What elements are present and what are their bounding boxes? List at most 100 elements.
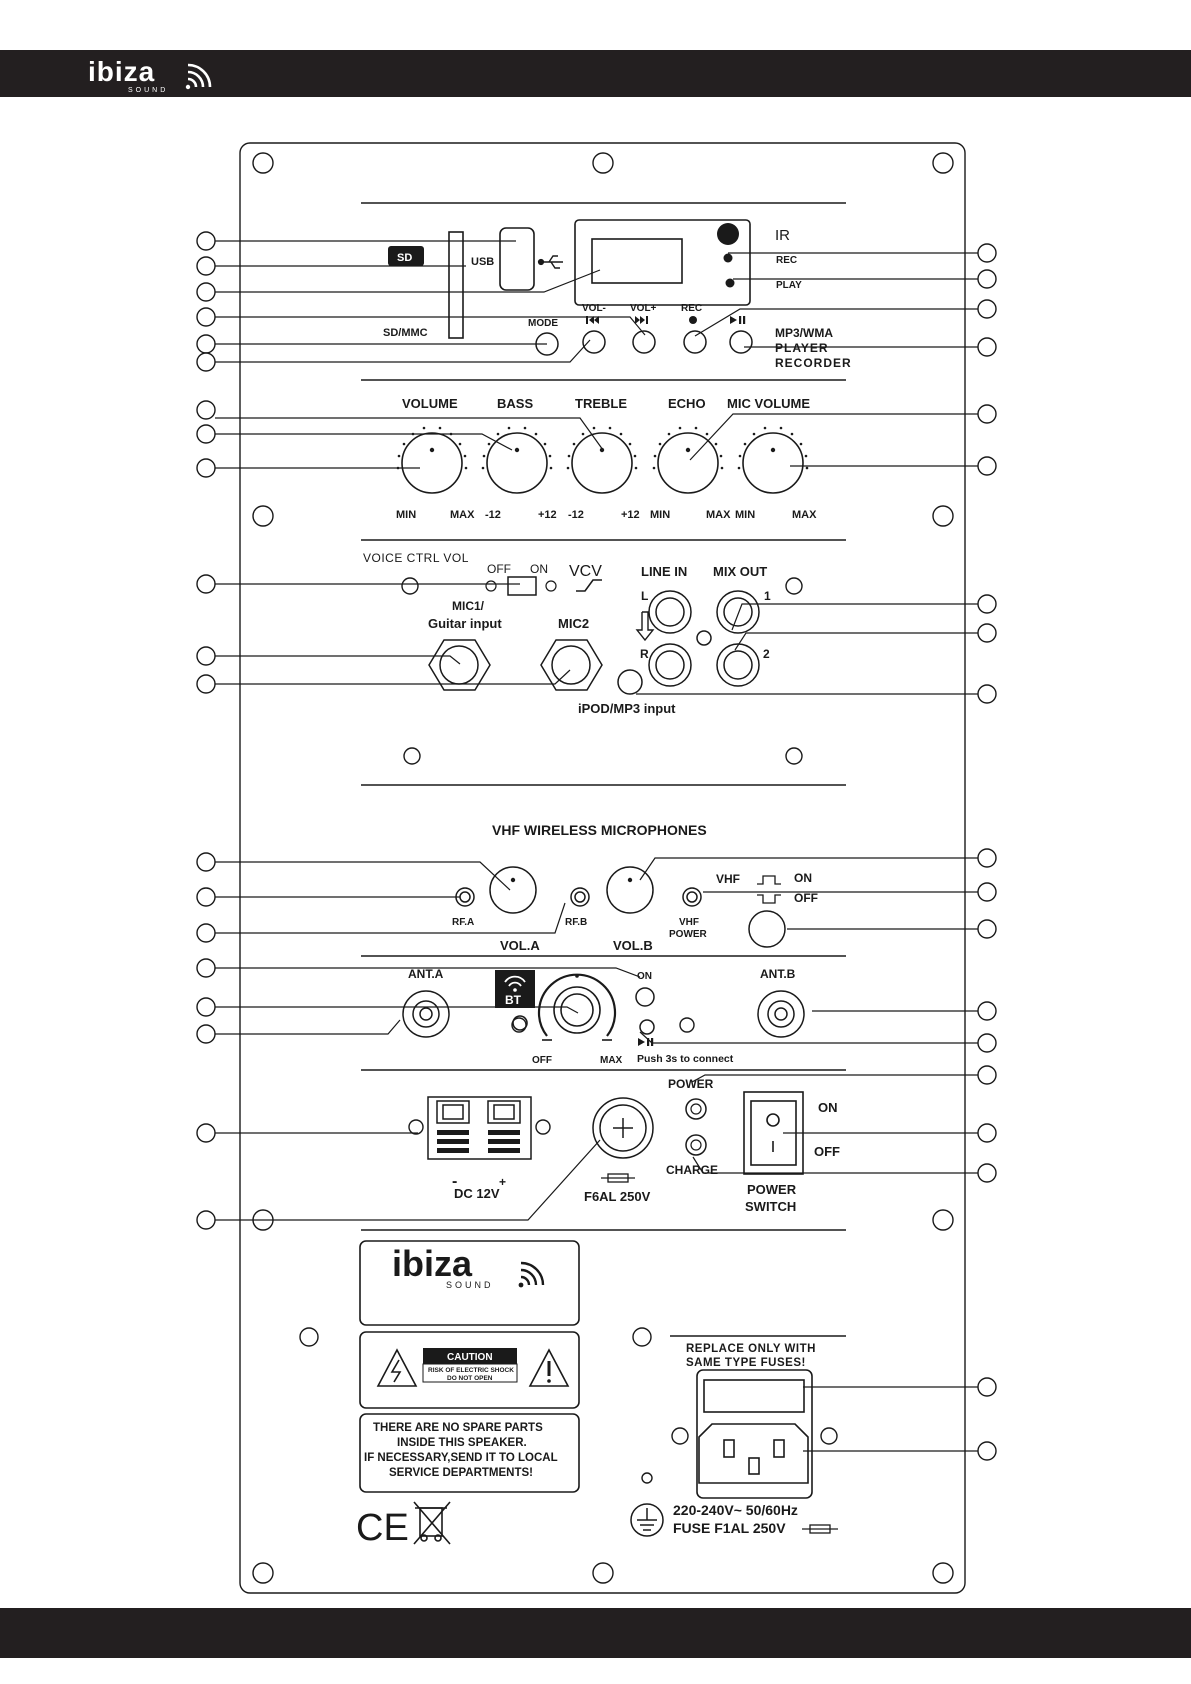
line-in-left-rca[interactable]	[648, 590, 692, 634]
echo-knob[interactable]	[657, 432, 719, 494]
ant-b-connector[interactable]	[757, 990, 805, 1038]
play-pause-button[interactable]	[729, 330, 753, 354]
svg-text:MAX: MAX	[792, 509, 817, 521]
vcv-led-off	[485, 580, 497, 592]
mix-out-1-label: 1	[764, 589, 771, 603]
electric-warning-icon	[376, 1348, 418, 1387]
mix-out-label: MIX OUT	[713, 564, 767, 579]
rec-led-label: REC	[776, 255, 797, 266]
mic2-label: MIC2	[558, 616, 589, 631]
ipod-input-jack[interactable]	[617, 669, 643, 695]
power-switch-off-label: OFF	[814, 1144, 840, 1159]
rec-button[interactable]	[683, 330, 707, 354]
svg-text:+12: +12	[538, 509, 557, 521]
knob-label-echo: ECHO	[668, 396, 706, 411]
dc-terminal[interactable]	[427, 1096, 532, 1160]
bt-pair-button[interactable]	[639, 1019, 655, 1035]
vhf-power-led	[682, 887, 702, 907]
ipod-label: iPOD/MP3 input	[578, 701, 676, 716]
svg-text:INSIDE THIS SPEAKER.: INSIDE THIS SPEAKER.	[397, 1437, 527, 1449]
mains-inlet[interactable]	[696, 1369, 813, 1499]
mic1-label-2: Guitar input	[428, 616, 502, 631]
bt-volume-knob[interactable]	[553, 986, 601, 1034]
dc-fuse-label: F6AL 250V	[584, 1189, 651, 1204]
line-in-right-rca[interactable]	[648, 643, 692, 687]
dc-12v-label: DC 12V	[454, 1186, 500, 1201]
mic-volume-knob[interactable]	[742, 432, 804, 494]
knob-label-volume: VOLUME	[402, 396, 458, 411]
bt-on-led	[635, 987, 655, 1007]
mic1-jack[interactable]	[439, 645, 479, 685]
dc-minus-label: -	[452, 1173, 457, 1190]
svg-text:SOUND: SOUND	[446, 1280, 494, 1290]
power-switch-label-1: POWER	[747, 1182, 797, 1197]
bt-on-label: ON	[637, 971, 652, 982]
charge-led-label: CHARGE	[666, 1163, 718, 1177]
volb-knob[interactable]	[606, 866, 654, 914]
svg-text:MIN: MIN	[735, 509, 755, 521]
player-title-2: PLAYER	[775, 341, 829, 355]
dc-fuse-holder[interactable]	[592, 1097, 654, 1159]
mode-button[interactable]	[535, 332, 559, 356]
card-reader	[448, 227, 535, 339]
rfb-label: RF.B	[565, 917, 587, 928]
line-in-label: LINE IN	[641, 564, 687, 579]
vcv-on-label: ON	[530, 562, 548, 576]
wifi-icon	[504, 975, 526, 987]
treble-knob[interactable]	[571, 432, 633, 494]
play-led	[725, 278, 735, 288]
svg-text:MIN: MIN	[650, 509, 670, 521]
power-switch[interactable]	[743, 1091, 804, 1175]
volume-knob[interactable]	[401, 432, 463, 494]
header-bar	[0, 50, 1191, 97]
svg-text:MIN: MIN	[396, 509, 416, 521]
bt-play-pause-icon	[638, 1038, 654, 1046]
mains-fuse-drawer[interactable]	[703, 1379, 805, 1413]
vcv-switch[interactable]	[507, 576, 537, 596]
power-led-label: POWER	[668, 1077, 714, 1091]
power-led	[685, 1098, 707, 1120]
vcv-off-label: OFF	[487, 562, 511, 576]
ant-a-connector[interactable]	[402, 990, 450, 1038]
mix-out-2-rca[interactable]	[716, 643, 760, 687]
ant-b-label: ANT.B	[760, 967, 796, 981]
svg-text:BT: BT	[505, 993, 522, 1007]
power-switch-on-label: ON	[818, 1100, 838, 1115]
vol-plus-label: VOL+	[630, 303, 657, 314]
svg-text:IF NECESSARY,SEND IT TO LOCAL: IF NECESSARY,SEND IT TO LOCAL	[364, 1452, 558, 1464]
vcv-label: VCV	[569, 563, 602, 580]
bass-knob[interactable]	[486, 432, 548, 494]
power-switch-label-2: SWITCH	[745, 1199, 796, 1214]
panel-outline	[239, 142, 966, 1594]
vola-knob[interactable]	[489, 866, 537, 914]
usb-icon	[537, 255, 563, 269]
mix-out-2-label: 2	[763, 647, 770, 661]
sd-mmc-label: SD/MMC	[383, 327, 428, 339]
bt-off-label: OFF	[532, 1055, 552, 1066]
vol-minus-button[interactable]	[582, 330, 606, 354]
line-left-label: L	[641, 589, 648, 603]
charge-led	[685, 1134, 707, 1156]
mic1-label-1: MIC1/	[452, 599, 485, 613]
sd-slot[interactable]	[448, 231, 464, 339]
usb-port[interactable]	[499, 227, 535, 291]
mix-out-1-rca[interactable]	[716, 590, 760, 634]
risk-label-1: RISK OF ELECTRIC SHOCK	[428, 1367, 514, 1374]
ce-mark: CE	[356, 1507, 409, 1549]
player-module	[574, 219, 751, 306]
ant-a-label: ANT.A	[408, 967, 444, 981]
dc-terminal-fins	[437, 1130, 520, 1153]
record-icon	[689, 316, 697, 324]
switch-off-icon	[757, 894, 781, 904]
mic2-jack[interactable]	[551, 645, 591, 685]
down-arrow-icon	[635, 611, 655, 642]
voice-ctrl-label: VOICE CTRL VOL	[363, 551, 469, 565]
svg-text:ibiza: ibiza	[392, 1243, 473, 1284]
vol-plus-button[interactable]	[632, 330, 656, 354]
player-title-3: RECORDER	[775, 356, 852, 370]
rec-led	[723, 253, 733, 263]
vhf-power-label-1: VHF	[679, 917, 699, 928]
rfa-led	[455, 887, 475, 907]
vhf-power-button[interactable]	[748, 910, 786, 948]
